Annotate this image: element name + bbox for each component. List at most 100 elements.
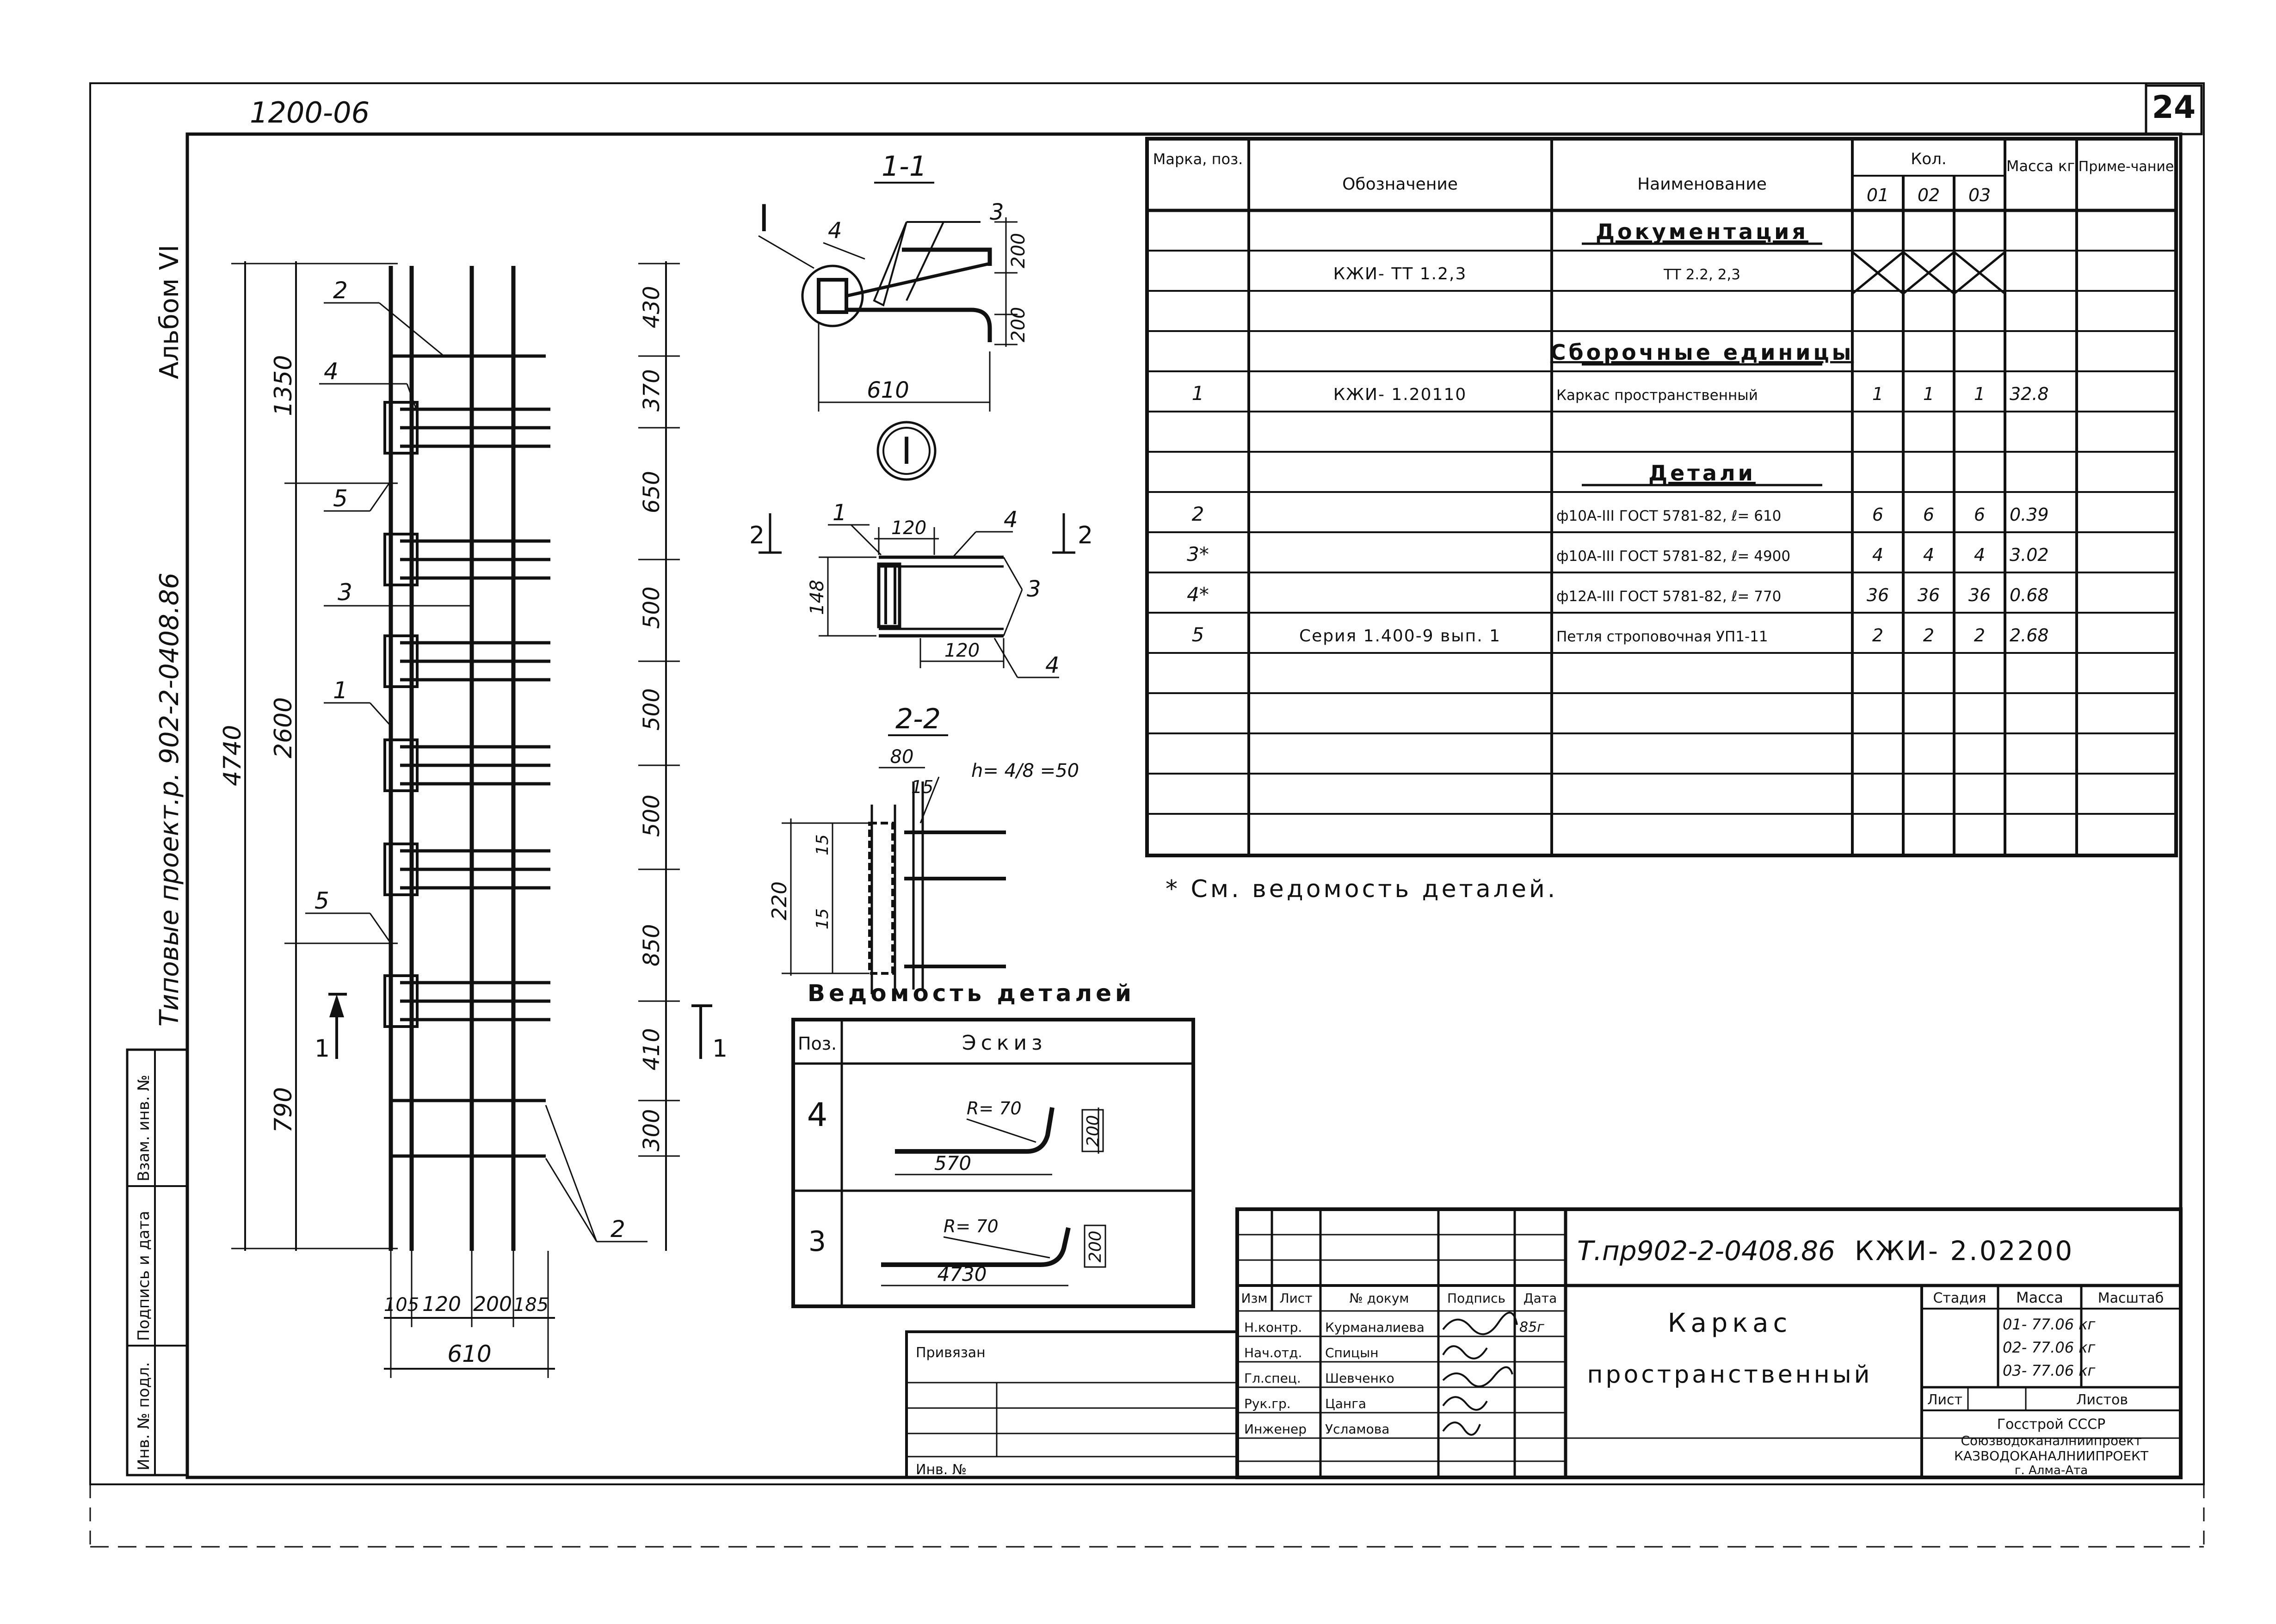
spec-cell-q2: 1 bbox=[1923, 384, 1934, 404]
details-title: Ведомость деталей bbox=[808, 980, 1135, 1007]
tb-h-sign: Подпись bbox=[1447, 1291, 1505, 1306]
section-1-1: 1-1 200 200 I 4 3 610 I bbox=[758, 150, 1029, 481]
dim-120: 120 bbox=[422, 1292, 461, 1316]
section-mark-right: 1 bbox=[712, 1035, 728, 1063]
title-block: Т.пр902-2-0408.86 КЖИ- 2.02200 Каркас пр… bbox=[905, 1207, 2183, 1479]
spec-cell-name: Сборочные единицы bbox=[1550, 340, 1854, 365]
spec-header-mark: Марка, поз. bbox=[1153, 150, 1243, 168]
spec-header-qty-03: 03 bbox=[1968, 185, 1991, 205]
node-dim-h: 148 bbox=[807, 580, 828, 615]
dim-185: 185 bbox=[513, 1294, 549, 1316]
tb-sheets-label: Листов bbox=[2076, 1392, 2128, 1408]
dim-300: 300 bbox=[639, 1109, 665, 1151]
spec-cell-mass: 3.02 bbox=[2010, 545, 2049, 565]
tb-date: 85г bbox=[1519, 1319, 1544, 1335]
spec-cell-mass: 32.8 bbox=[2010, 384, 2049, 404]
dim-200: 200 bbox=[473, 1292, 512, 1316]
tb-title-2: пространственный bbox=[1587, 1361, 1873, 1389]
spec-cell-name: ф10А-III ГОСТ 5781-82, ℓ= 4900 bbox=[1556, 548, 1790, 565]
dim-500c: 500 bbox=[639, 794, 665, 837]
tb-mass: 01- 77.06 кг bbox=[2003, 1316, 2096, 1333]
tb-mass-label: Масса bbox=[2016, 1289, 2063, 1306]
spec-cell-q2: 2 bbox=[1923, 625, 1934, 646]
tb-title-1: Каркас bbox=[1668, 1308, 1792, 1338]
details-row-height: 200 bbox=[1084, 1115, 1103, 1147]
inner-frame bbox=[185, 132, 2183, 1479]
spec-cell-q3: 1 bbox=[1974, 384, 1985, 404]
callout-5-bottom: 5 bbox=[315, 887, 329, 914]
tb-org: Госстрой СССР bbox=[1997, 1416, 2105, 1433]
spec-header-qty: Кол. bbox=[1911, 150, 1946, 168]
details-row-pos: 3 bbox=[808, 1225, 826, 1258]
tb-org: г. Алма-Ата bbox=[2015, 1464, 2088, 1477]
tb-person: Спицын bbox=[1325, 1345, 1379, 1360]
side-album: Альбом VI bbox=[154, 245, 185, 379]
callout-2-bottom: 2 bbox=[611, 1216, 625, 1243]
details-header-sketch: Эскиз bbox=[962, 1031, 1047, 1055]
s11-dim-610: 610 bbox=[867, 377, 909, 403]
s11-node-ref: I bbox=[901, 430, 912, 473]
dim-105: 105 bbox=[384, 1294, 419, 1316]
sheet-number: 24 bbox=[2152, 89, 2196, 126]
s11-dim-200b: 200 bbox=[1008, 307, 1029, 342]
node-pos-4a: 4 bbox=[1004, 507, 1018, 533]
tb-h-date: Дата bbox=[1524, 1291, 1557, 1306]
spec-header-qty-01: 01 bbox=[1867, 185, 1889, 205]
spec-header-qty-02: 02 bbox=[1918, 185, 1940, 205]
details-row-height: 200 bbox=[1086, 1230, 1105, 1262]
details-row-radius: R= 70 bbox=[967, 1098, 1022, 1119]
callout-3: 3 bbox=[338, 579, 352, 606]
sheet-number-box bbox=[2145, 84, 2203, 135]
spec-cell-q1: 1 bbox=[1872, 384, 1883, 404]
stamp-inv-orig: Инв. № подл. bbox=[135, 1362, 153, 1470]
spec-table: Марка, поз. Обозначение Наименование Кол… bbox=[1145, 137, 2178, 857]
tb-person: Цанга bbox=[1325, 1396, 1366, 1411]
spec-cell-name: Документация bbox=[1596, 219, 1808, 244]
details-row-length: 4730 bbox=[938, 1263, 987, 1286]
dim-total-height: 4740 bbox=[219, 725, 247, 786]
spec-footnote: * См. ведомость деталей. bbox=[1166, 875, 1558, 903]
spec-cell-q3: 4 bbox=[1974, 545, 1985, 565]
details-header-pos: Поз. bbox=[798, 1033, 837, 1054]
node-cut-left: 2 bbox=[749, 522, 765, 549]
details-row-pos: 4 bbox=[807, 1096, 828, 1134]
spec-cell-pos: 1 bbox=[1192, 382, 1204, 405]
tb-h-doc: № докум bbox=[1349, 1291, 1409, 1306]
dim-430: 430 bbox=[639, 286, 665, 328]
s11-dim-200a: 200 bbox=[1008, 233, 1029, 268]
details-table: Ведомость деталей Поз. Эскиз 4 R= 70 570… bbox=[791, 980, 1195, 1308]
bar-group-1 bbox=[383, 401, 550, 455]
node-cut-right: 2 bbox=[1078, 522, 1093, 549]
spec-header-note: Приме-чание bbox=[2079, 159, 2174, 175]
spec-cell-pos: 2 bbox=[1192, 503, 1204, 525]
spec-cell-mass: 2.68 bbox=[2010, 625, 2049, 646]
spec-cell-q2: 36 bbox=[1918, 585, 1940, 605]
dim-790: 790 bbox=[270, 1087, 297, 1133]
callout-2-top: 2 bbox=[333, 277, 348, 304]
tb-drawing-id: КЖИ- 2.02200 bbox=[1855, 1235, 2074, 1267]
stamp-sign-date: Подпись и дата bbox=[135, 1211, 153, 1341]
tb-person: Усламова bbox=[1325, 1421, 1389, 1437]
tb-scale-label: Масштаб bbox=[2098, 1290, 2164, 1306]
tb-mass: 02- 77.06 кг bbox=[2003, 1339, 2096, 1356]
spec-cell-mass: 0.39 bbox=[2010, 504, 2049, 525]
spec-cell-name: Детали bbox=[1648, 461, 1756, 486]
section-2-2-title: 2-2 bbox=[895, 703, 941, 735]
spec-header-mass: Масса кг bbox=[2006, 157, 2075, 175]
spec-cell-name: ф12А-III ГОСТ 5781-82, ℓ= 770 bbox=[1556, 588, 1781, 605]
spec-cell-q1: 6 bbox=[1872, 504, 1883, 525]
tb-role: Нач.отд. bbox=[1244, 1345, 1302, 1360]
side-project: Типовые проект.р. 902-2-0408.86 bbox=[154, 572, 185, 1027]
tb-org: Союзводоканалниипроект bbox=[1961, 1433, 2141, 1448]
spec-cell-designation: КЖИ- 1.20110 bbox=[1333, 385, 1467, 404]
tb-role: Н.контр. bbox=[1244, 1320, 1302, 1335]
signature-scribbles bbox=[1442, 1311, 1518, 1436]
spec-cell-q3: 2 bbox=[1974, 625, 1985, 646]
spec-cell-q3: 6 bbox=[1974, 504, 1985, 525]
dim-610: 610 bbox=[447, 1341, 491, 1367]
elevation-view: 4740 1350 2600 790 430 370 650 500 500 5… bbox=[219, 261, 728, 1378]
tb-org: КАЗВОДОКАНАЛНИИПРОЕКТ bbox=[1954, 1448, 2149, 1464]
tb-role: Гл.спец. bbox=[1244, 1371, 1301, 1386]
